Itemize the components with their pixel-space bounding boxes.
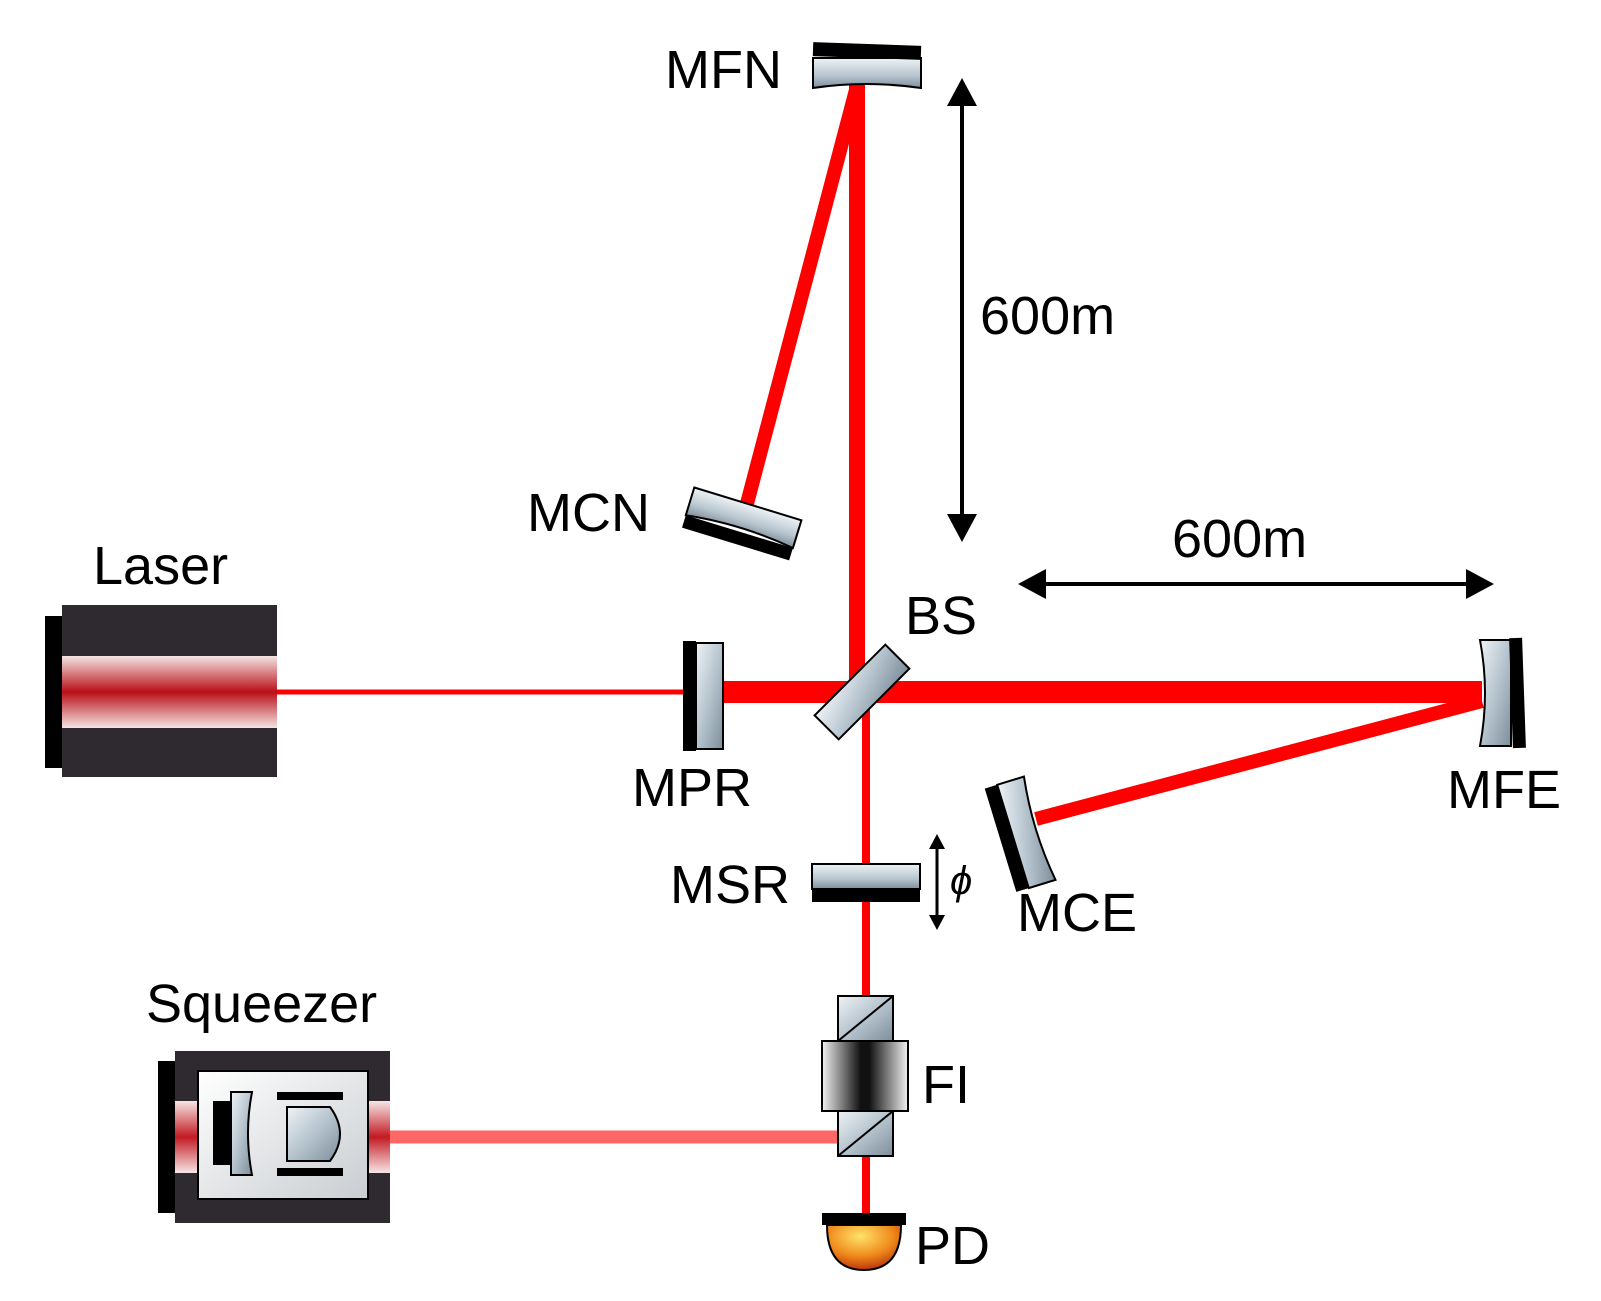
label-phi: ϕ: [950, 859, 972, 903]
label-pd: PD: [915, 1216, 990, 1276]
east-arm-dimension: [1018, 569, 1494, 599]
mirror-mce: [984, 775, 1057, 892]
label-mfe: MFE: [1447, 760, 1561, 820]
mirror-msr: [811, 863, 921, 902]
north-arm-dimension: [947, 78, 977, 542]
label-bs: BS: [905, 586, 977, 646]
label-laser: Laser: [93, 536, 228, 596]
mirror-mcn: [682, 486, 803, 561]
east-folded-beam: [1034, 694, 1484, 826]
mirror-mpr: [683, 641, 724, 751]
label-msr: MSR: [670, 855, 790, 915]
label-mce: MCE: [1017, 883, 1137, 943]
msr-phase-arrow: [929, 834, 945, 930]
photodiode: [822, 1213, 906, 1272]
label-mcn: MCN: [527, 483, 650, 543]
label-north-arm-length: 600m: [980, 286, 1115, 346]
laser-source: [45, 605, 277, 777]
label-mpr: MPR: [632, 758, 752, 818]
mirror-mfn: [812, 42, 922, 90]
label-fi: FI: [922, 1055, 970, 1115]
label-squeezer: Squeezer: [146, 974, 377, 1034]
squeezer-source: [158, 1051, 390, 1223]
north-folded-beam: [737, 84, 864, 517]
label-east-arm-length: 600m: [1172, 509, 1307, 569]
mirror-mfe: [1478, 637, 1526, 749]
beam-splitter: [813, 643, 911, 741]
label-mfn: MFN: [665, 40, 782, 100]
faraday-isolator: [821, 995, 909, 1157]
